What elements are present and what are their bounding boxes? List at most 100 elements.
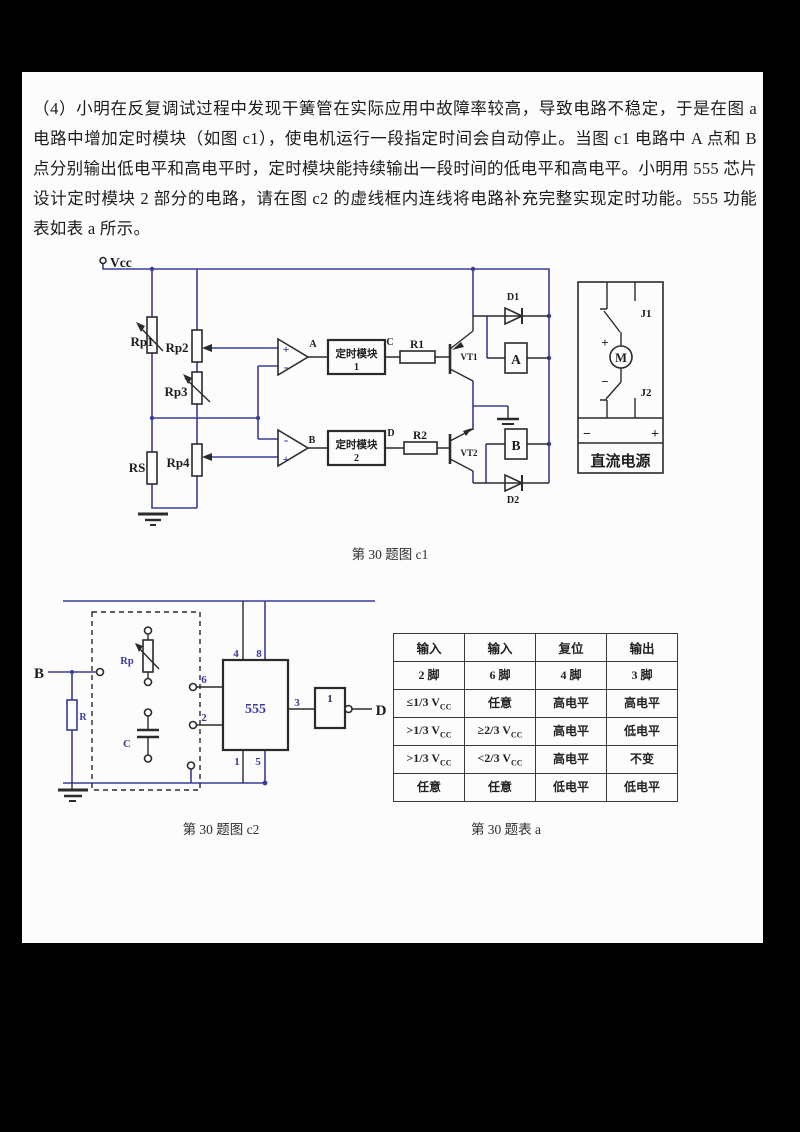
c-label: C — [123, 738, 131, 750]
header-cell: 输出 — [606, 633, 678, 662]
module2-number: 2 — [354, 453, 359, 464]
c2-wires — [48, 600, 375, 786]
rp2-label: Rp2 — [165, 340, 188, 355]
inverter-label: 1 — [327, 693, 333, 705]
motor-minus-sign: − — [601, 374, 608, 389]
node-b-label: B — [309, 435, 316, 446]
op2-minus-sign: - — [284, 432, 288, 447]
table-cell: ≤1/3 VCC — [393, 689, 465, 718]
rp4-label: Rp4 — [166, 455, 190, 470]
table-cell: >1/3 VCC — [393, 745, 465, 774]
table-cell: 任意 — [393, 773, 465, 802]
timing-module-1: 定时模块 1 — [326, 338, 387, 376]
table-cell: 6 脚 — [464, 661, 536, 690]
table-row: 任意 任意 低电平 低电平 — [393, 773, 678, 802]
c2-black-wires — [197, 601, 372, 783]
pin2-terminal — [188, 720, 198, 730]
table-row: >1/3 VCC ≥2/3 VCC 高电平 低电平 — [393, 717, 678, 746]
function-table-555: 输入 输入 复位 输出 2 脚 6 脚 4 脚 3 脚 ≤1/3 VCC 任意 … — [393, 633, 678, 802]
d1-label: D1 — [507, 292, 519, 303]
d2-diode — [504, 473, 524, 493]
rp1-label: Rp1 — [130, 334, 153, 349]
header-cell: 输入 — [393, 633, 465, 662]
module1-title: 定时模块 — [335, 347, 378, 360]
j2-label: J2 — [641, 387, 653, 399]
table-cell: 低电平 — [606, 717, 678, 746]
table-cell: <2/3 VCC — [464, 745, 536, 774]
coil-b-letter: B — [511, 438, 520, 453]
pin5-label: 5 — [255, 756, 261, 768]
pin6-label: 6 — [201, 674, 207, 686]
rp-variable-resistor — [135, 626, 160, 687]
table-cell: >1/3 VCC — [393, 717, 465, 746]
figure-c1: Vcc Rp1 Rp2 Rp3 Rp4 RS — [99, 255, 664, 526]
table-cell: 高电平 — [535, 745, 607, 774]
pin6-terminal — [188, 682, 198, 692]
table-cell: 任意 — [464, 689, 536, 718]
table-cell: 低电平 — [535, 773, 607, 802]
b-terminal — [95, 667, 105, 677]
module1-number: 1 — [354, 362, 359, 373]
header-cell: 输入 — [464, 633, 536, 662]
table-row: 2 脚 6 脚 4 脚 3 脚 — [393, 661, 678, 690]
rp1-variable-resistor — [136, 316, 164, 354]
pin4-label: 4 — [233, 648, 239, 660]
dc-supply-label: 直流电源 — [590, 452, 650, 470]
motor-power-box: M + − J1 J2 − + 直流电源 — [577, 281, 664, 474]
module2-title: 定时模块 — [335, 438, 378, 451]
node-c-label: C — [386, 337, 393, 348]
rp3-label: Rp3 — [164, 384, 188, 399]
op-amp-2: - + — [277, 428, 310, 468]
caption-figure-c2: 第 30 题图 c2 — [182, 822, 260, 837]
c1-black-wires — [308, 315, 549, 484]
coil-a-letter: A — [511, 352, 521, 367]
question-paragraph: （4）小明在反复调试过程中发现干簧管在实际应用中故障率较高，导致电路不稳定，于是… — [33, 99, 757, 238]
header-cell: 复位 — [535, 633, 607, 662]
inverter-gate: 1 — [313, 686, 353, 730]
r-label: R — [79, 712, 87, 723]
rp4-potentiometer — [191, 443, 212, 477]
j1-label: J1 — [641, 308, 652, 320]
rs-resistor — [146, 451, 158, 485]
mid-ground-stub — [497, 406, 519, 425]
op1-plus-sign: + — [283, 342, 290, 356]
vt1-label: VT1 — [460, 352, 478, 362]
op2-plus-sign: + — [283, 452, 290, 466]
figure-c2: B R Rp C — [34, 600, 387, 802]
node-a-label: A — [309, 339, 317, 350]
table-cell: 高电平 — [535, 717, 607, 746]
pin8-label: 8 — [256, 648, 262, 660]
table-cell: 任意 — [464, 773, 536, 802]
table-cell: 高电平 — [606, 689, 678, 718]
rp3-variable-resistor — [183, 371, 211, 405]
timing-module-2: 定时模块 2 — [326, 429, 387, 467]
vt2-transistor — [448, 428, 474, 472]
r1-resistor — [399, 350, 436, 364]
vt2-label: VT2 — [460, 448, 478, 458]
dashed-answer-box — [91, 611, 201, 791]
table-cell: 3 脚 — [606, 661, 678, 690]
c-capacitor — [137, 708, 159, 763]
pin1-label: 1 — [234, 756, 240, 768]
r2-resistor — [403, 441, 438, 455]
caption-table-a: 第 30 题表 a — [470, 822, 542, 837]
table-cell: ≥2/3 VCC — [464, 717, 536, 746]
supply-minus-sign: − — [583, 427, 591, 442]
d2-label: D2 — [507, 495, 519, 506]
ground-terminal — [186, 761, 196, 770]
d1-diode — [504, 306, 524, 326]
table-row: ≤1/3 VCC 任意 高电平 高电平 — [393, 689, 678, 718]
pin2-label: 2 — [201, 712, 207, 724]
vcc-label: Vcc — [110, 255, 132, 270]
vt1-transistor — [448, 316, 474, 382]
relay-coil-b: B — [504, 428, 528, 460]
r-resistor — [66, 699, 78, 731]
document-page: （4）小明在反复调试过程中发现干簧管在实际应用中故障率较高，导致电路不稳定，于是… — [22, 72, 763, 943]
table-row: >1/3 VCC <2/3 VCC 高电平 不变 — [393, 745, 678, 774]
supply-plus-sign: + — [651, 427, 659, 442]
table-cell: 低电平 — [606, 773, 678, 802]
inverter-output-bubble — [344, 704, 353, 714]
chip-555: 555 — [221, 658, 290, 752]
node-d-label: D — [387, 428, 394, 439]
